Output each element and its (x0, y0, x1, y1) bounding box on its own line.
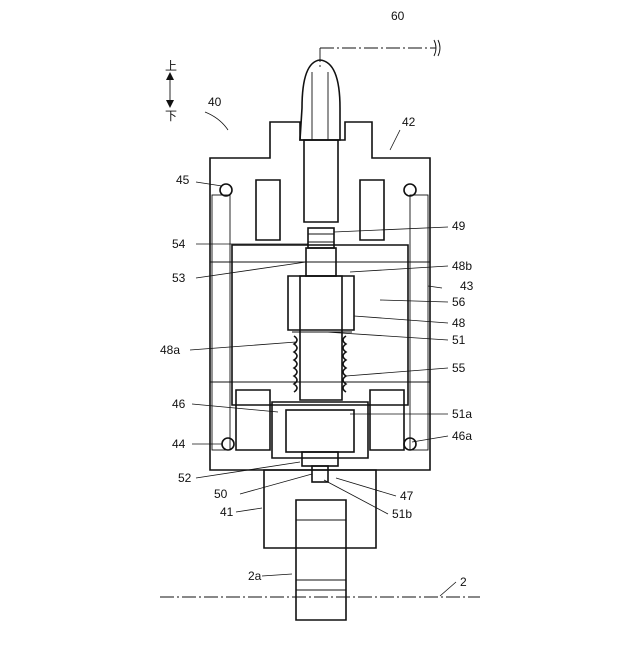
valve-body (210, 122, 430, 470)
label-50: 50 (214, 487, 228, 501)
piston-51a (286, 410, 354, 452)
tube-2a (296, 500, 346, 620)
label-52: 52 (178, 471, 192, 485)
label-60: 60 (391, 9, 405, 23)
label-up: 上 (165, 59, 177, 73)
label-48b: 48b (452, 259, 472, 273)
label-51: 51 (452, 333, 466, 347)
label-down: 下 (165, 109, 177, 123)
labels: 上 下 60 40 42 45 49 54 48b 43 53 56 48 51… (160, 9, 474, 589)
lower-right-pocket (370, 390, 404, 450)
center-lines (160, 40, 480, 597)
label-45: 45 (176, 173, 190, 187)
label-43: 43 (460, 279, 474, 293)
bottom-fitting (264, 470, 376, 620)
o-ring-45-right (404, 184, 416, 196)
label-40: 40 (208, 95, 222, 109)
upper-left-pocket (256, 180, 280, 240)
valve-member-48 (288, 276, 354, 330)
label-46: 46 (172, 397, 186, 411)
label-2: 2 (460, 575, 467, 589)
label-49: 49 (452, 219, 466, 233)
label-53: 53 (172, 271, 186, 285)
right-wall-gap (410, 195, 428, 450)
top-connector (300, 60, 340, 222)
label-46a: 46a (452, 429, 472, 443)
label-2a: 2a (248, 569, 262, 583)
label-56: 56 (452, 295, 466, 309)
spring-55 (292, 332, 352, 392)
nozzle-52 (302, 452, 338, 466)
tip-51b (312, 466, 328, 482)
label-48a: 48a (160, 343, 180, 357)
left-wall-gap (212, 195, 230, 450)
label-51b: 51b (392, 507, 412, 521)
upper-housing (210, 122, 430, 470)
o-ring-44 (222, 438, 234, 450)
label-41: 41 (220, 505, 234, 519)
stem-assembly (272, 228, 368, 482)
plunger-51 (300, 276, 342, 400)
direction-indicator (166, 72, 174, 108)
lower-left-pocket (236, 390, 270, 450)
label-55: 55 (452, 361, 466, 375)
label-48: 48 (452, 316, 466, 330)
label-44: 44 (172, 437, 186, 451)
label-54: 54 (172, 237, 186, 251)
label-47: 47 (400, 489, 414, 503)
label-51a: 51a (452, 407, 472, 421)
label-42: 42 (402, 115, 416, 129)
